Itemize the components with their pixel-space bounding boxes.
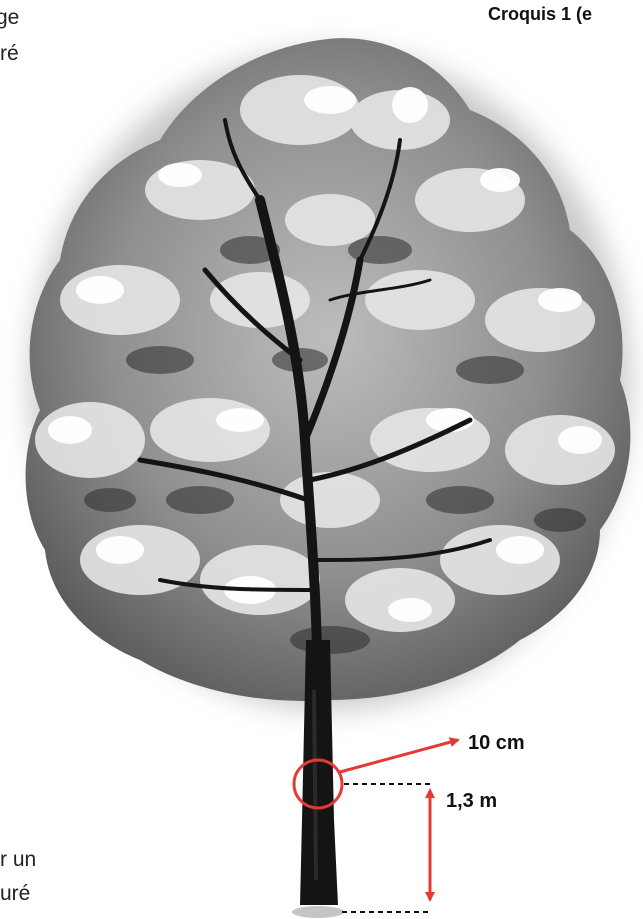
diameter-arrow bbox=[340, 740, 458, 772]
height-label: 1,3 m bbox=[446, 790, 497, 813]
diameter-label: 10 cm bbox=[468, 732, 525, 755]
ground-shadow bbox=[292, 906, 344, 918]
